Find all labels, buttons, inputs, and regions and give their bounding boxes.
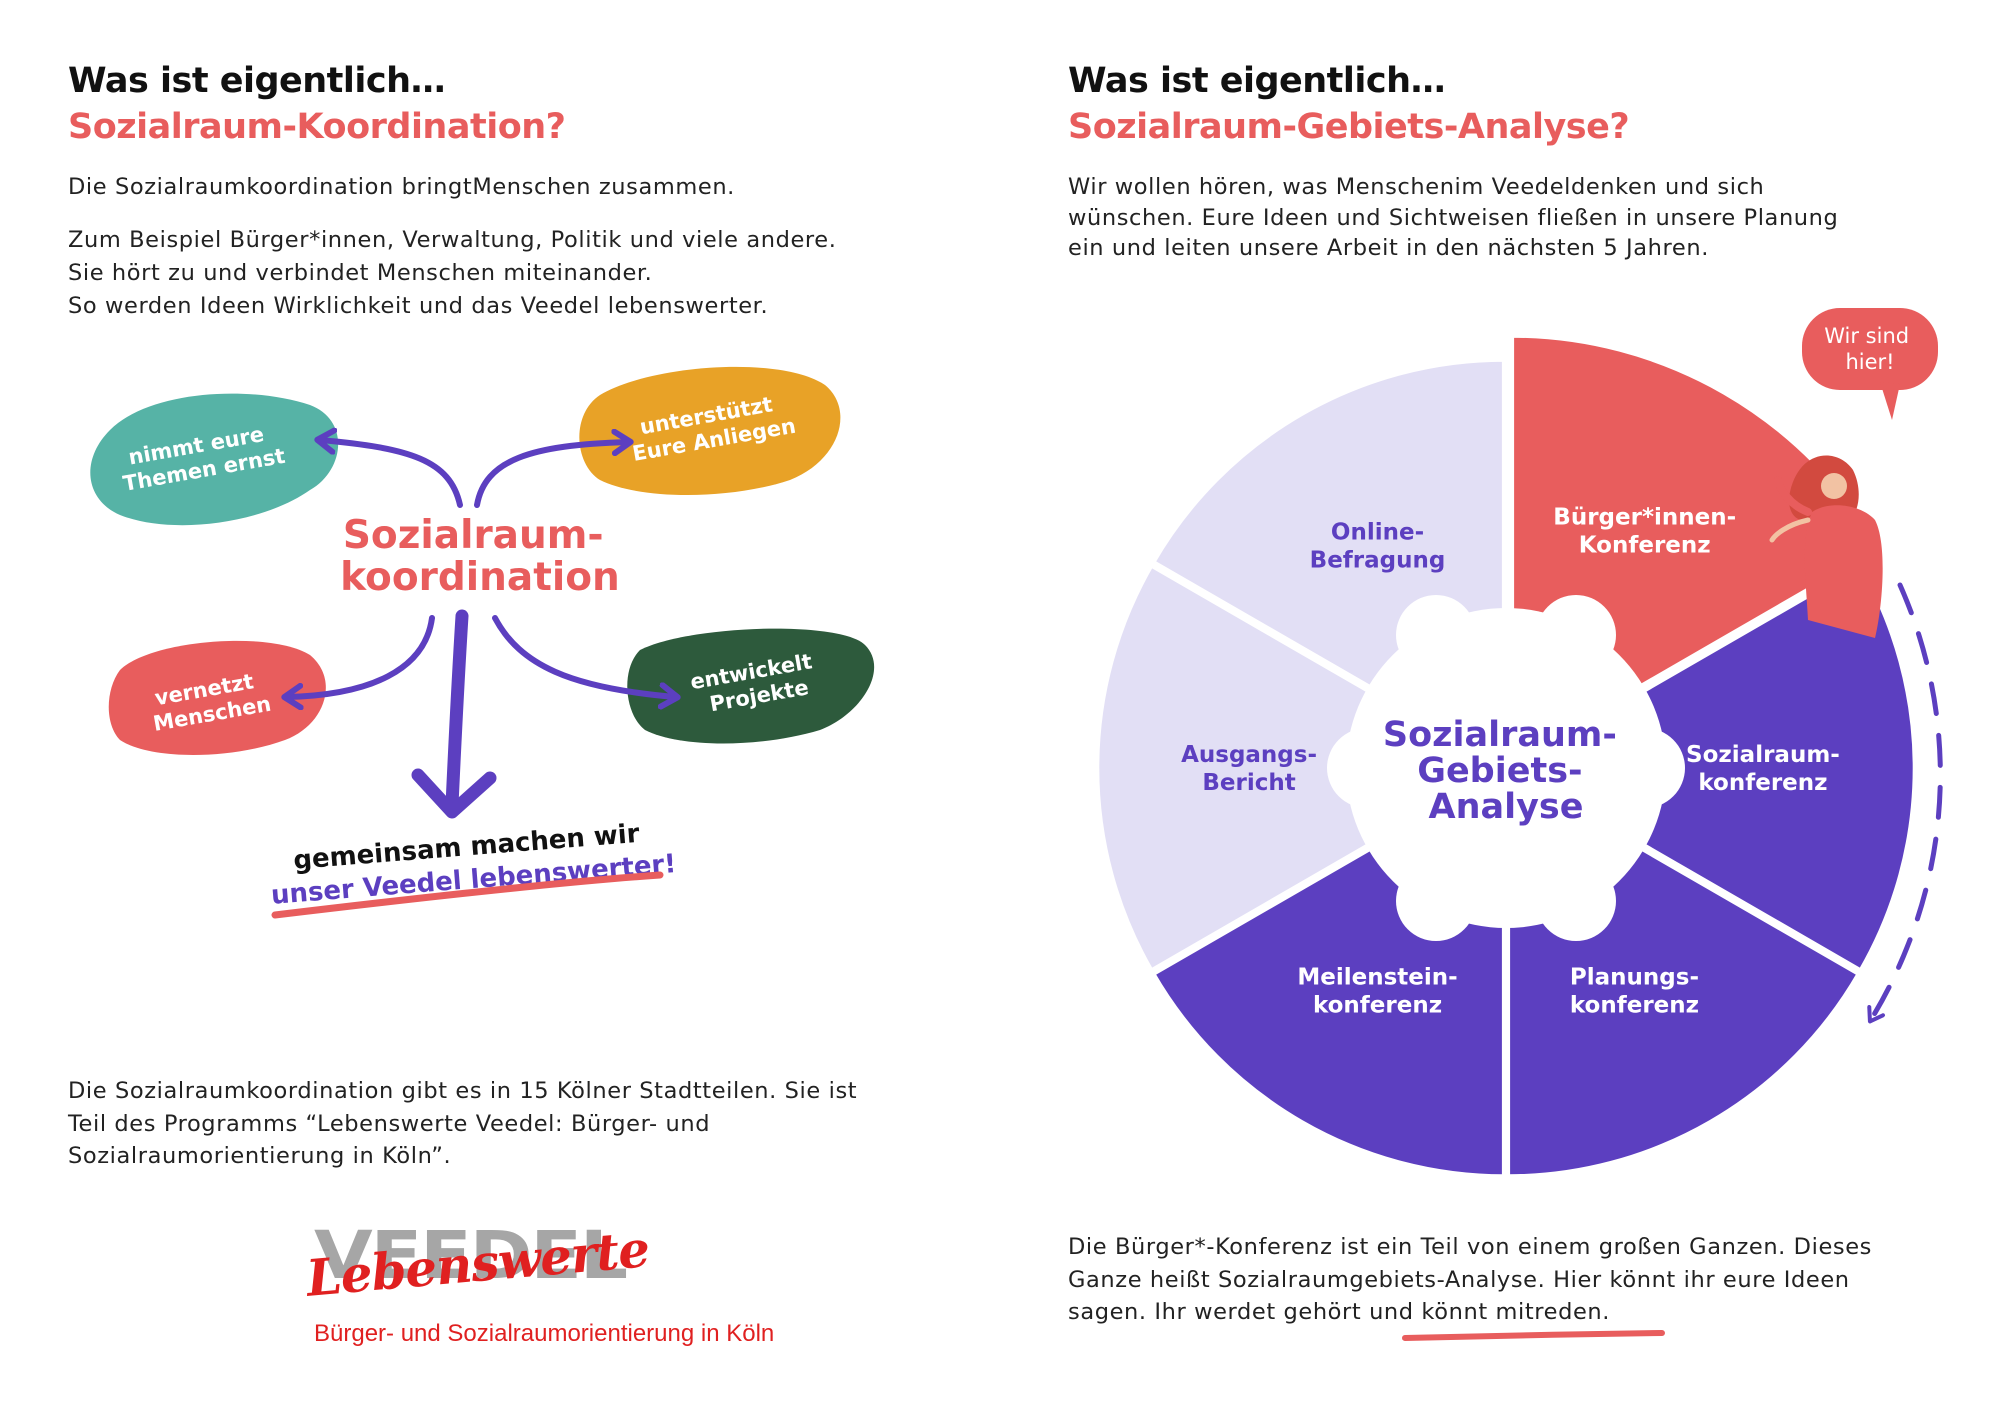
- logo-subtitle: Bürger- und Sozialraumorientierung in Kö…: [314, 1320, 775, 1347]
- rotation-direction-arrow: [1867, 582, 1943, 1024]
- bubble-teal: [90, 393, 339, 526]
- gebiets-analyse-wheel: Sozialraum- Gebiets- Analyse Bürger*inne…: [1094, 308, 1943, 1180]
- person-illustration: [1769, 455, 1883, 638]
- connector-teal-arrow: [320, 440, 463, 508]
- wheel-center-hub: [1327, 595, 1685, 941]
- connector-orange-arrow: [474, 442, 628, 508]
- wheel-label-online-befragung: Online-Befragung: [1310, 519, 1446, 573]
- wheel-center-text: Sozialraum- Gebiets- Analyse: [1383, 715, 1629, 827]
- left-heading-line2: Sozialraum-Koordination?: [68, 107, 566, 147]
- right-intro-paragraph: Wir wollen hören, was Menschenim Veedeld…: [1068, 174, 1839, 261]
- summary-underline: [1402, 1330, 1665, 1341]
- wheel-label-ausgangs-bericht: Ausgangs-Bericht: [1181, 742, 1317, 796]
- logo-block-text: VEEDEL: [314, 1217, 628, 1294]
- connector-down-arrow: [445, 609, 469, 812]
- wheel-label-meilenstein-konferenz: Meilenstein-konferenz: [1297, 965, 1457, 1019]
- mindmap-center-text: Sozialraum- koordination: [340, 513, 620, 600]
- connector-green-arrow: [492, 615, 675, 697]
- bubble-green: [627, 628, 875, 744]
- bubble-orange: [579, 366, 841, 495]
- wheel-segment-ausgangs-bericht: [1094, 561, 1508, 975]
- bubble-coral: [108, 640, 326, 755]
- mindmap-diagram: nimmt eure Themen ernst unterstützt Eure…: [90, 366, 875, 919]
- svg-text:Wir sind hier!: Wir sind hier!: [1824, 324, 1916, 374]
- left-intro-paragraph: Die Sozialraumkoordination bringtMensche…: [68, 174, 735, 200]
- lebenswerte-veedel-logo: VEEDEL Lebenswerte Bürger- und Sozialrau…: [300, 1217, 840, 1355]
- wheel-labels: Bürger*innen-KonferenzSozialraum-konfere…: [1181, 505, 1840, 1019]
- connector-coral-arrow: [287, 615, 435, 697]
- wheel-segment-sozialraum-konferenz: [1504, 561, 1918, 975]
- left-example-paragraph: Zum Beispiel Bürger*innen, Verwaltung, P…: [68, 227, 837, 319]
- right-heading-line1: Was ist eigentlich…: [1068, 61, 1446, 101]
- wheel-label-sozialraum-konferenz: Sozialraum-konferenz: [1686, 742, 1840, 796]
- down-arrow-head-icon: [411, 768, 497, 819]
- right-heading-line2: Sozialraum-Gebiets-Analyse?: [1068, 107, 1630, 147]
- left-program-paragraph: Die Sozialraumkoordination gibt es in 15…: [68, 1078, 858, 1169]
- wheel-label-planungs-konferenz: Planungs-konferenz: [1570, 965, 1699, 1019]
- slogan-underline: [271, 871, 664, 919]
- right-summary-paragraph: Die Bürger*-Konferenz ist ein Teil von e…: [1068, 1234, 1872, 1325]
- slogan-text: gemeinsam machen wir unser Veedel lebens…: [267, 816, 677, 911]
- speech-bubble: Wir sind hier!: [1802, 308, 1938, 420]
- left-heading-line1: Was ist eigentlich…: [68, 61, 446, 101]
- wheel-label-buerger-innen-konferenz: Bürger*innen-Konferenz: [1553, 505, 1736, 559]
